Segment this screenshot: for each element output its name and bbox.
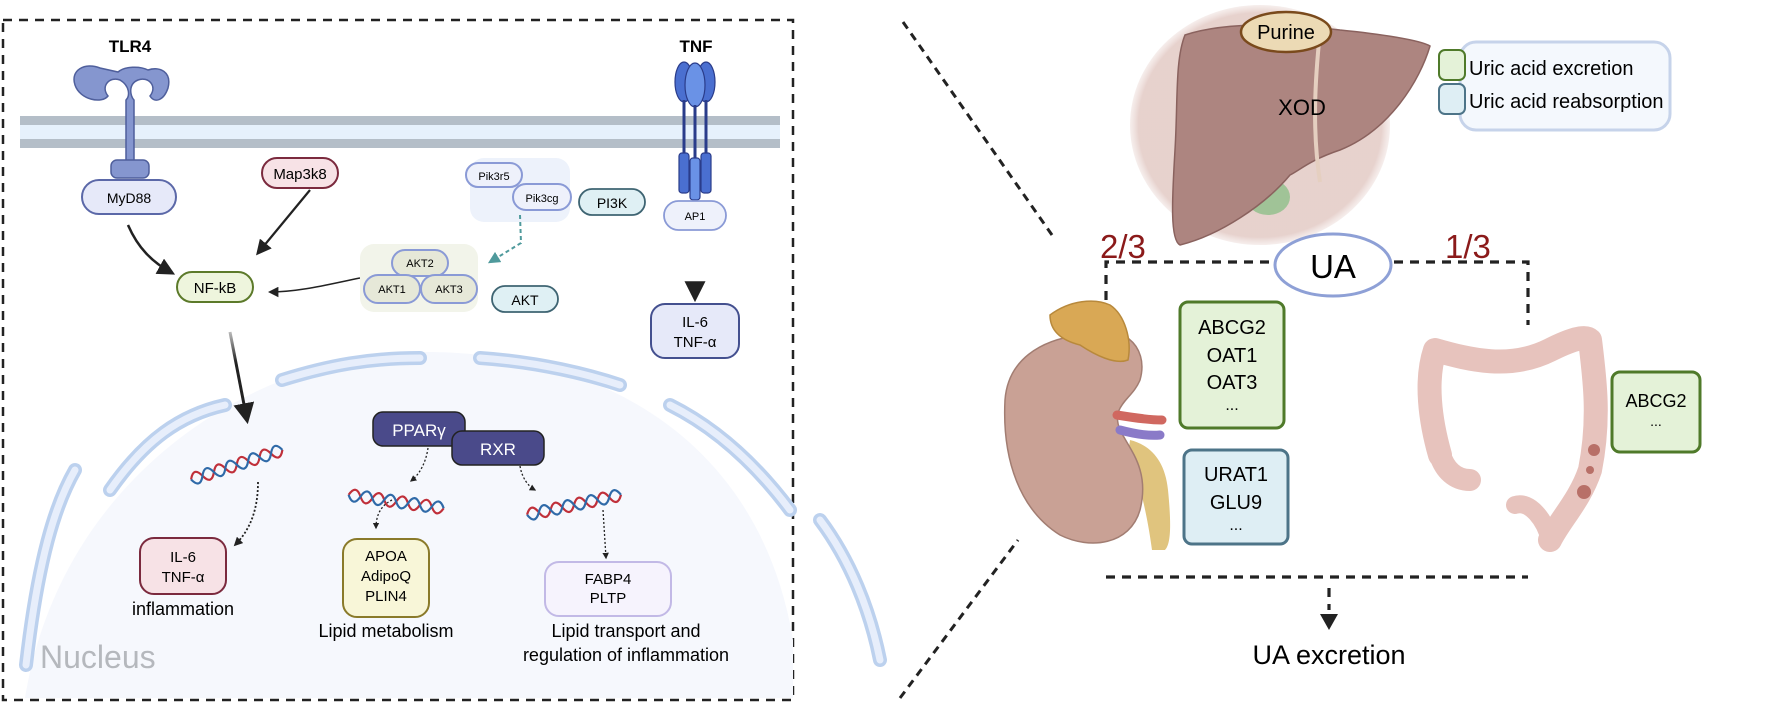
xod-label: XOD bbox=[1278, 95, 1326, 120]
kidney-reabsorption-box[interactable]: URAT1 GLU9 ... bbox=[1182, 448, 1290, 546]
kidney-fraction: 2/3 bbox=[1100, 228, 1146, 265]
pi3k-complex[interactable]: Pik3r5 Pik3cg bbox=[465, 158, 572, 222]
ua-excretion-label: UA excretion bbox=[1252, 640, 1405, 670]
svg-text:NF-kB: NF-kB bbox=[194, 280, 237, 297]
legend: Uric acid excretion Uric acid reabsorpti… bbox=[1438, 40, 1672, 132]
inflammation-caption: inflammation bbox=[132, 599, 234, 619]
tlr4-receptor-icon bbox=[73, 65, 170, 179]
legend-swatch-excretion bbox=[1438, 49, 1466, 81]
intestine-excretion-box[interactable]: ABCG2 ... bbox=[1610, 370, 1702, 454]
nfkb-node[interactable]: NF-kB bbox=[176, 271, 254, 303]
svg-text:AKT: AKT bbox=[511, 292, 539, 308]
akt-complex[interactable]: AKT2 AKT1 AKT3 bbox=[360, 244, 478, 312]
panel-frame bbox=[1, 18, 795, 702]
svg-text:OAT3: OAT3 bbox=[1207, 372, 1258, 394]
svg-text:UA: UA bbox=[1310, 248, 1356, 285]
svg-text:Map3k8: Map3k8 bbox=[273, 166, 326, 183]
svg-text:PLTP: PLTP bbox=[590, 590, 626, 607]
intestine-icon bbox=[1417, 326, 1608, 552]
svg-text:FABP4: FABP4 bbox=[585, 571, 632, 588]
dna-to-transport-arrow bbox=[602, 509, 609, 560]
cell-membrane bbox=[20, 116, 780, 148]
tnf-label: TNF bbox=[679, 37, 712, 56]
cell-detail-panel: Nucleus TLR4 TNF MyD88 Map3k8 bbox=[1, 18, 887, 702]
svg-text:PPARγ: PPARγ bbox=[392, 421, 446, 440]
lipid-metabolism-caption: Lipid metabolism bbox=[318, 621, 453, 641]
svg-text:OAT1: OAT1 bbox=[1207, 345, 1258, 367]
legend-swatch-reabsorption bbox=[1438, 83, 1466, 115]
kidney-excretion-box[interactable]: ABCG2 OAT1 OAT3 ... bbox=[1178, 300, 1286, 430]
legend-item-reabsorption: Uric acid reabsorption bbox=[1438, 83, 1664, 115]
svg-text:MyD88: MyD88 bbox=[107, 190, 152, 206]
svg-text:Uric acid excretion: Uric acid excretion bbox=[1469, 58, 1634, 80]
svg-text:AKT2: AKT2 bbox=[406, 258, 434, 270]
svg-text:PLIN4: PLIN4 bbox=[365, 588, 407, 605]
pi3k-to-akt-arrow bbox=[487, 214, 523, 264]
svg-text:AdipoQ: AdipoQ bbox=[361, 568, 411, 585]
svg-text:...: ... bbox=[1229, 517, 1242, 534]
legend-item-excretion: Uric acid excretion bbox=[1438, 49, 1634, 81]
svg-text:Uric acid reabsorption: Uric acid reabsorption bbox=[1469, 91, 1664, 113]
lipid-transport-caption-line1: Lipid transport and bbox=[551, 621, 700, 641]
dna-to-inflammation-arrow bbox=[233, 481, 259, 547]
rxr-node[interactable]: RXR bbox=[451, 430, 545, 466]
branch-lines bbox=[1104, 260, 1530, 610]
myd88-node[interactable]: MyD88 bbox=[81, 179, 177, 215]
lipid-metabolism-box[interactable]: APOA AdipoQ PLIN4 bbox=[342, 538, 430, 618]
akt-label-node: AKT bbox=[491, 285, 559, 313]
nfkb-to-dna-arrow bbox=[228, 331, 255, 425]
svg-text:AKT3: AKT3 bbox=[435, 284, 463, 296]
tlr4-label: TLR4 bbox=[109, 37, 152, 56]
map3k8-node[interactable]: Map3k8 bbox=[261, 157, 339, 189]
svg-text:IL-6: IL-6 bbox=[170, 549, 196, 566]
kidney-icon bbox=[1003, 300, 1171, 550]
akt-to-nfkb-arrow bbox=[267, 277, 361, 298]
pi3k-label-node: PI3K bbox=[578, 188, 646, 216]
svg-text:...: ... bbox=[1225, 397, 1238, 414]
map3k8-to-nfkb-arrow bbox=[256, 189, 311, 256]
lipid-transport-box[interactable]: FABP4 PLTP bbox=[544, 561, 672, 617]
svg-text:TNF-α: TNF-α bbox=[674, 334, 717, 351]
rxr-to-dna-arrow bbox=[519, 465, 537, 491]
svg-text:GLU9: GLU9 bbox=[1210, 492, 1262, 514]
svg-text:ABCG2: ABCG2 bbox=[1625, 391, 1686, 411]
uric-acid-panel: Purine XOD Uric acid excretion Uric acid… bbox=[1003, 5, 1702, 670]
ua-node[interactable]: UA bbox=[1273, 232, 1393, 298]
svg-text:APOA: APOA bbox=[365, 548, 407, 565]
svg-text:TNF-α: TNF-α bbox=[162, 569, 205, 586]
nucleus-label: Nucleus bbox=[40, 639, 156, 675]
svg-text:Pik3cg: Pik3cg bbox=[525, 193, 558, 205]
ua-excretion-arrowhead bbox=[1320, 614, 1338, 630]
svg-text:AKT1: AKT1 bbox=[378, 284, 406, 296]
liver-icon bbox=[1130, 5, 1431, 246]
tnf-receptor-icon bbox=[674, 61, 716, 201]
ap1-node[interactable]: AP1 bbox=[663, 200, 727, 231]
svg-text:Purine: Purine bbox=[1257, 22, 1315, 44]
purine-node[interactable]: Purine bbox=[1239, 10, 1333, 54]
inflammation-box[interactable]: IL-6 TNF-α bbox=[139, 537, 227, 595]
svg-text:Pik3r5: Pik3r5 bbox=[478, 171, 509, 183]
nuclear-envelope bbox=[19, 351, 887, 672]
ppar-to-dna-arrow bbox=[409, 447, 429, 482]
zoom-connectors bbox=[898, 21, 1054, 699]
svg-text:IL-6: IL-6 bbox=[682, 314, 708, 331]
svg-text:ABCG2: ABCG2 bbox=[1198, 317, 1266, 339]
dna-to-lipid-arrow bbox=[372, 499, 393, 530]
svg-text:AP1: AP1 bbox=[685, 211, 706, 223]
svg-text:URAT1: URAT1 bbox=[1204, 464, 1268, 486]
intestine-fraction: 1/3 bbox=[1445, 228, 1491, 265]
svg-text:PI3K: PI3K bbox=[597, 195, 628, 211]
tnf-output-box[interactable]: IL-6 TNF-α bbox=[650, 303, 740, 359]
lipid-transport-caption-line2: regulation of inflammation bbox=[523, 645, 729, 665]
ppar-node[interactable]: PPARγ bbox=[372, 411, 466, 447]
svg-text:...: ... bbox=[1650, 413, 1662, 429]
svg-text:RXR: RXR bbox=[480, 440, 516, 459]
myd88-to-nfkb-arrow bbox=[126, 224, 176, 275]
